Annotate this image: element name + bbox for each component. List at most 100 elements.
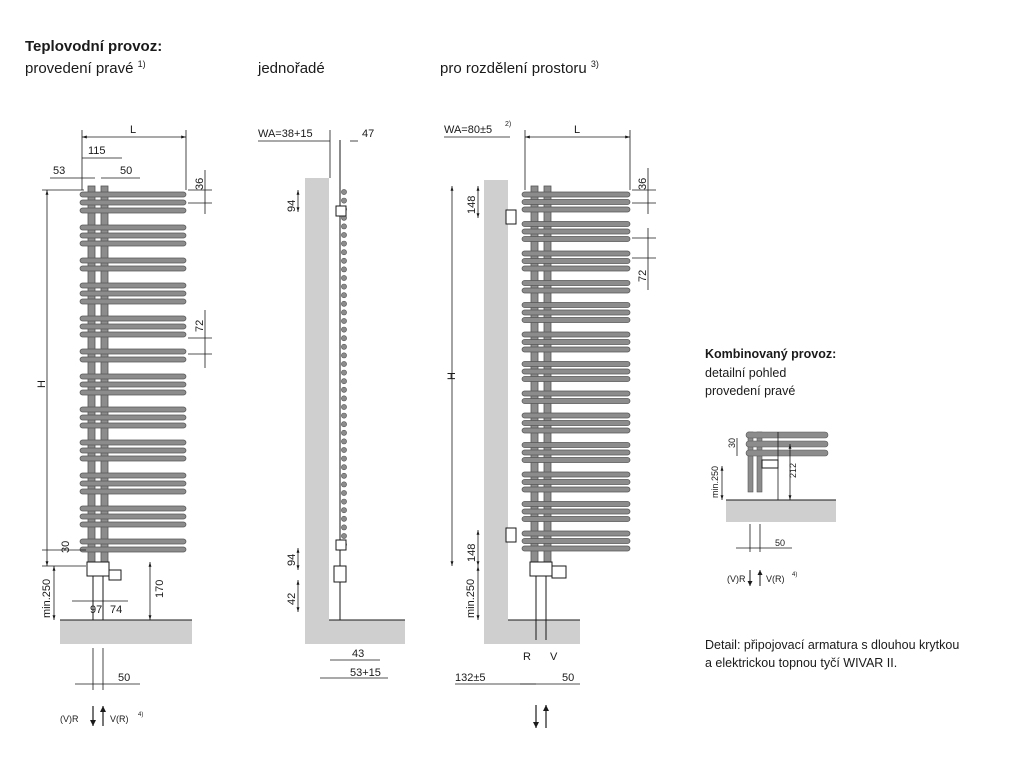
dim-30: 30	[60, 541, 72, 553]
heating-tube	[521, 331, 631, 338]
heating-tube	[79, 207, 187, 214]
single-row-title: jednořadé	[258, 60, 325, 77]
heating-tube	[79, 439, 187, 446]
tube-end	[341, 326, 347, 333]
room-divider-view: WA=80±5 2) L 36 72 H 148 148 min.250 R V…	[444, 121, 656, 728]
page-subtitle: provedení pravé 1)	[25, 60, 146, 78]
dim-L-divider: L	[574, 124, 580, 136]
heating-tube	[79, 414, 187, 421]
dim-50-top: 50	[120, 165, 132, 177]
dim-148-bottom: 148	[466, 544, 478, 562]
dim-wa-divider: WA=80±5	[444, 124, 492, 136]
heating-tube	[521, 412, 631, 419]
tube-end	[341, 300, 347, 307]
dim-50-divider: 50	[562, 672, 574, 684]
heating-tube	[79, 422, 187, 429]
flow-label-left: (V)R	[60, 714, 79, 724]
floor-detail	[726, 500, 836, 522]
heating-tube	[79, 521, 187, 528]
dim-50-detail: 50	[775, 538, 785, 548]
dim-72: 72	[194, 320, 206, 332]
valve-cap	[108, 569, 122, 581]
heating-tube	[79, 298, 187, 305]
tube-end	[341, 498, 347, 505]
floor-side	[329, 620, 405, 644]
wall-divider	[484, 180, 508, 644]
heating-tube	[79, 455, 187, 462]
heating-tube	[521, 250, 631, 257]
room-divider-title: pro rozdělení prostoru 3)	[440, 59, 599, 78]
tube-end	[341, 352, 347, 359]
heating-tube	[79, 356, 187, 363]
heating-tube	[521, 457, 631, 463]
tube-end	[341, 232, 347, 238]
tube-end	[341, 404, 347, 410]
heating-tube	[521, 479, 631, 485]
heating-tube	[521, 449, 631, 456]
heating-tube	[521, 516, 631, 522]
heating-tube	[79, 348, 187, 355]
tube-end	[341, 524, 347, 531]
wall-side	[305, 178, 329, 644]
tube-end	[341, 472, 347, 479]
combined-detail-view: 212 30 min.250 50 (V)R V(R) 4)	[710, 431, 836, 586]
tube-end	[341, 429, 347, 436]
dim-wa-single: WA=38+15	[258, 128, 313, 140]
heating-tube	[79, 323, 187, 330]
dim-36: 36	[194, 178, 206, 190]
detail-note-line2: a elektrickou topnou tyčí WIVAR II.	[705, 656, 898, 670]
side-view: WA=38+15 47 94 94 42 43 53+15	[258, 128, 405, 679]
heating-tube	[521, 508, 631, 515]
heating-tube	[521, 236, 631, 242]
tube-end	[341, 533, 347, 539]
label-R: R	[523, 651, 531, 663]
heating-tube	[521, 427, 631, 434]
tube-end	[341, 481, 347, 488]
heating-tube	[521, 302, 631, 308]
tube-end	[341, 369, 347, 376]
front-tubes	[79, 191, 187, 553]
tube-end	[341, 275, 347, 281]
page-title: Teplovodní provoz:	[25, 38, 163, 55]
dim-53-15: 53+15	[350, 667, 381, 679]
tube-end	[341, 292, 347, 299]
detail-note-line1: Detail: připojovací armatura s dlouhou k…	[705, 638, 960, 652]
detail-flow-footnote: 4)	[792, 572, 797, 578]
detail-flow-left: (V)R	[727, 574, 746, 584]
heating-tube	[521, 317, 631, 323]
heating-tube	[521, 368, 631, 375]
dim-50-bottom: 50	[118, 672, 130, 684]
tube-end	[341, 197, 347, 204]
heating-tube	[79, 199, 187, 206]
tube-end	[341, 378, 347, 385]
heating-tube	[79, 282, 187, 289]
heating-tube	[521, 420, 631, 426]
tube-end	[341, 455, 347, 462]
heating-tube	[521, 265, 631, 272]
heating-tube	[521, 287, 631, 294]
dim-72-divider: 72	[637, 270, 649, 282]
heating-tube	[521, 228, 631, 235]
dim-30-detail: 30	[727, 438, 737, 448]
dim-94-top: 94	[286, 200, 298, 212]
dim-212: 212	[788, 463, 798, 478]
divider-bracket-bottom	[505, 527, 517, 543]
tube-end	[341, 464, 347, 471]
flow-label-right: V(R)	[110, 714, 129, 724]
front-view: L 115 53 50 36 72 H 30 min.250 170	[36, 124, 212, 726]
heating-tube	[79, 191, 187, 198]
heating-tube	[79, 389, 187, 396]
dim-wa-divider-footnote: 2)	[505, 121, 511, 128]
floor-divider	[508, 620, 580, 644]
heating-tube	[79, 381, 187, 388]
combined-line1: detailní pohled	[705, 366, 787, 380]
dim-36-divider: 36	[637, 178, 649, 190]
divider-bracket-top	[505, 209, 517, 225]
heating-tube	[79, 472, 187, 479]
heating-tube	[79, 265, 187, 272]
room-divider-footnote: 3)	[590, 59, 599, 69]
heating-tube	[79, 232, 187, 239]
heating-tube	[521, 258, 631, 264]
divider-tubes	[521, 191, 631, 552]
tube-end	[341, 189, 347, 195]
